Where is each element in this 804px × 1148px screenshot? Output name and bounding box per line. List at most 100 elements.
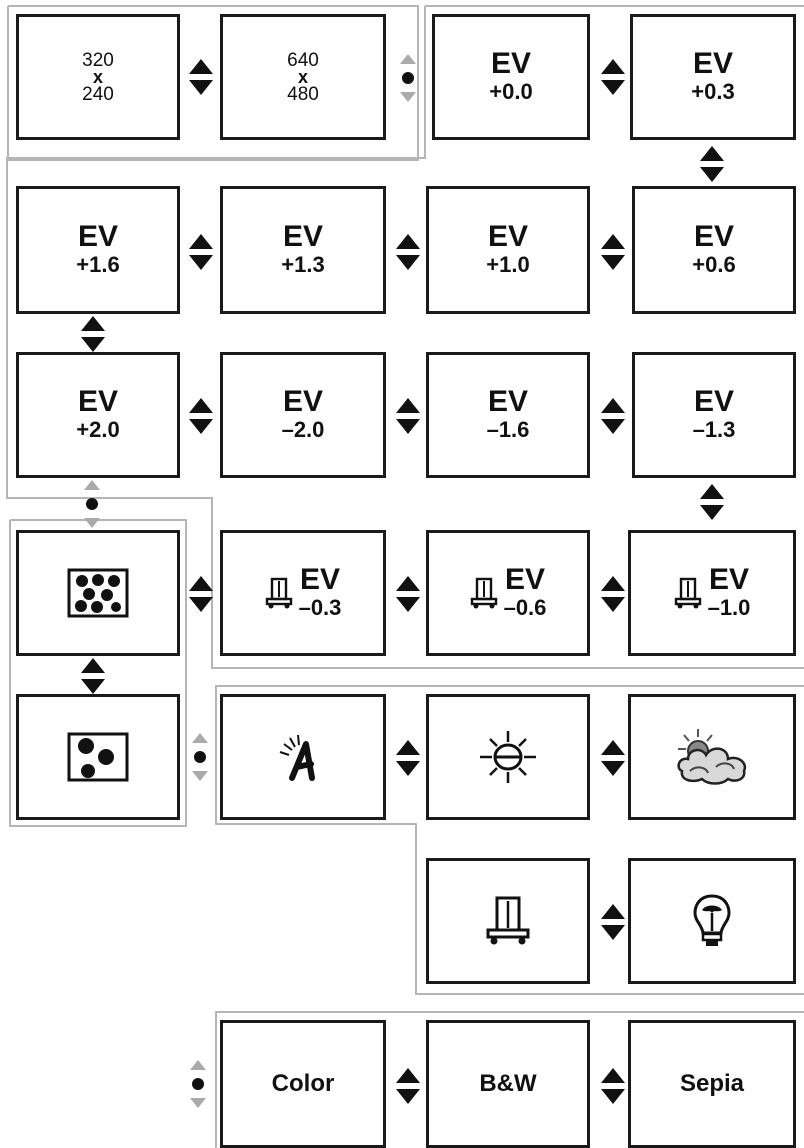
ev-plus-1-0-box[interactable]: EV +1.0 xyxy=(426,186,590,314)
ev-plus-1-6-box[interactable]: EV +1.6 xyxy=(16,186,180,314)
color-mode-sepia-box[interactable]: Sepia xyxy=(628,1020,796,1148)
white-balance-sunny-icon xyxy=(480,731,536,783)
ev-value: –2.0 xyxy=(281,417,325,442)
res-width: 320 xyxy=(82,49,114,71)
white-balance-tungsten-icon xyxy=(693,894,731,946)
ev-value: –1.0 xyxy=(707,595,751,620)
ev-label: EV xyxy=(693,385,735,418)
ev-label: EV xyxy=(487,385,529,418)
ev-value: –0.6 xyxy=(503,595,547,620)
group-switch-dot-icon xyxy=(190,733,210,781)
res-height: 480 xyxy=(287,83,319,105)
ev-label: EV xyxy=(692,47,734,80)
res-times: x xyxy=(297,66,308,87)
group-switch-dot-icon xyxy=(188,1060,208,1108)
ev-label: EV xyxy=(282,220,324,253)
ev-label: EV xyxy=(77,220,119,253)
ev-fluorescent-row: EV –0.3 xyxy=(265,565,342,621)
res-width: 640 xyxy=(287,49,319,71)
up-down-arrow-icon xyxy=(396,576,420,612)
ev-label: EV xyxy=(490,47,532,80)
ev-value: +0.3 xyxy=(691,79,735,104)
up-down-arrow-icon xyxy=(189,59,213,95)
ev-value: –1.3 xyxy=(692,417,736,442)
white-balance-fluorescent-icon xyxy=(486,896,530,945)
up-down-arrow-icon xyxy=(700,484,724,520)
ev-plus-2-0-box[interactable]: EV +2.0 xyxy=(16,352,180,478)
up-down-arrow-icon xyxy=(396,1068,420,1104)
fluorescent-icon xyxy=(674,577,701,609)
res-times: x xyxy=(92,66,103,87)
color-mode-label: Color xyxy=(271,1070,335,1097)
ev-plus-0-6-box[interactable]: EV +0.6 xyxy=(632,186,796,314)
ev-plus-0-0-box[interactable]: EV +0.0 xyxy=(432,14,590,140)
resolution-640x480-box[interactable]: 640 x 480 xyxy=(220,14,386,140)
white-balance-auto-icon xyxy=(279,734,315,781)
ev-label: EV xyxy=(282,385,324,418)
up-down-arrow-icon xyxy=(601,740,625,776)
group-switch-dot-icon xyxy=(82,480,102,528)
up-down-arrow-icon xyxy=(700,146,724,182)
ev-value: +1.6 xyxy=(76,252,120,277)
quality-normal-icon xyxy=(67,732,129,782)
ev-value: –0.3 xyxy=(298,595,342,620)
up-down-arrow-icon xyxy=(601,1068,625,1104)
color-mode-bw-box[interactable]: B&W xyxy=(426,1020,590,1148)
color-mode-label: B&W xyxy=(479,1070,537,1097)
color-mode-color-box[interactable]: Color xyxy=(220,1020,386,1148)
ev-label: EV xyxy=(693,220,735,253)
ev-value: +0.6 xyxy=(692,252,736,277)
up-down-arrow-icon xyxy=(601,398,625,434)
color-mode-label: Sepia xyxy=(679,1070,745,1097)
res-height: 240 xyxy=(82,83,114,105)
ev-fluorescent-minus-0-3-box[interactable]: EV –0.3 xyxy=(220,530,386,656)
ev-label: EV xyxy=(708,563,749,596)
ev-label: EV xyxy=(299,563,340,596)
ev-value: +0.0 xyxy=(489,79,533,104)
ev-fluorescent-row: EV –0.6 xyxy=(470,565,547,621)
ev-label: EV xyxy=(77,385,119,418)
color-group-outline xyxy=(215,1011,804,1148)
resolution-320x240-box[interactable]: 320 x 240 xyxy=(16,14,180,140)
up-down-arrow-icon xyxy=(396,740,420,776)
wb-group-outline xyxy=(215,685,804,995)
ev-minus-1-3-box[interactable]: EV –1.3 xyxy=(632,352,796,478)
ev-fluorescent-minus-1-0-box[interactable]: EV –1.0 xyxy=(628,530,796,656)
white-balance-cloudy-icon xyxy=(677,729,747,785)
ev-value: –1.6 xyxy=(486,417,530,442)
ev-minus-2-0-box[interactable]: EV –2.0 xyxy=(220,352,386,478)
resolution-label: 320 x 240 xyxy=(82,51,114,104)
white-balance-fluorescent-box[interactable] xyxy=(426,858,590,984)
white-balance-sunny-box[interactable] xyxy=(426,694,590,820)
ev-minus-1-6-box[interactable]: EV –1.6 xyxy=(426,352,590,478)
up-down-arrow-icon xyxy=(601,904,625,940)
ev-fluorescent-text: EV –0.6 xyxy=(504,565,547,621)
ev-plus-0-3-box[interactable]: EV +0.3 xyxy=(630,14,796,140)
ev-fluorescent-minus-0-6-box[interactable]: EV –0.6 xyxy=(426,530,590,656)
fluorescent-icon xyxy=(265,577,292,609)
ev-label: EV xyxy=(504,563,545,596)
up-down-arrow-icon xyxy=(189,576,213,612)
up-down-arrow-icon xyxy=(601,576,625,612)
quality-normal-box[interactable] xyxy=(16,694,180,820)
up-down-arrow-icon xyxy=(81,316,105,352)
ev-value: +1.0 xyxy=(486,252,530,277)
white-balance-tungsten-box[interactable] xyxy=(628,858,796,984)
ev-plus-1-3-box[interactable]: EV +1.3 xyxy=(220,186,386,314)
ev-fluorescent-row: EV –1.0 xyxy=(674,563,751,621)
white-balance-cloudy-box[interactable] xyxy=(628,694,796,820)
quality-fine-box[interactable] xyxy=(16,530,180,656)
up-down-arrow-icon xyxy=(601,234,625,270)
white-balance-auto-box[interactable] xyxy=(220,694,386,820)
up-down-arrow-icon xyxy=(601,59,625,95)
ev-group-outline xyxy=(6,6,804,669)
quality-group-outline xyxy=(9,519,187,827)
up-down-arrow-icon xyxy=(396,234,420,270)
quality-fine-icon xyxy=(67,568,129,618)
up-down-arrow-icon xyxy=(189,234,213,270)
up-down-arrow-icon xyxy=(81,658,105,694)
up-down-arrow-icon xyxy=(189,398,213,434)
fluorescent-icon xyxy=(470,577,497,609)
ev-fluorescent-text: EV –0.3 xyxy=(299,565,342,621)
